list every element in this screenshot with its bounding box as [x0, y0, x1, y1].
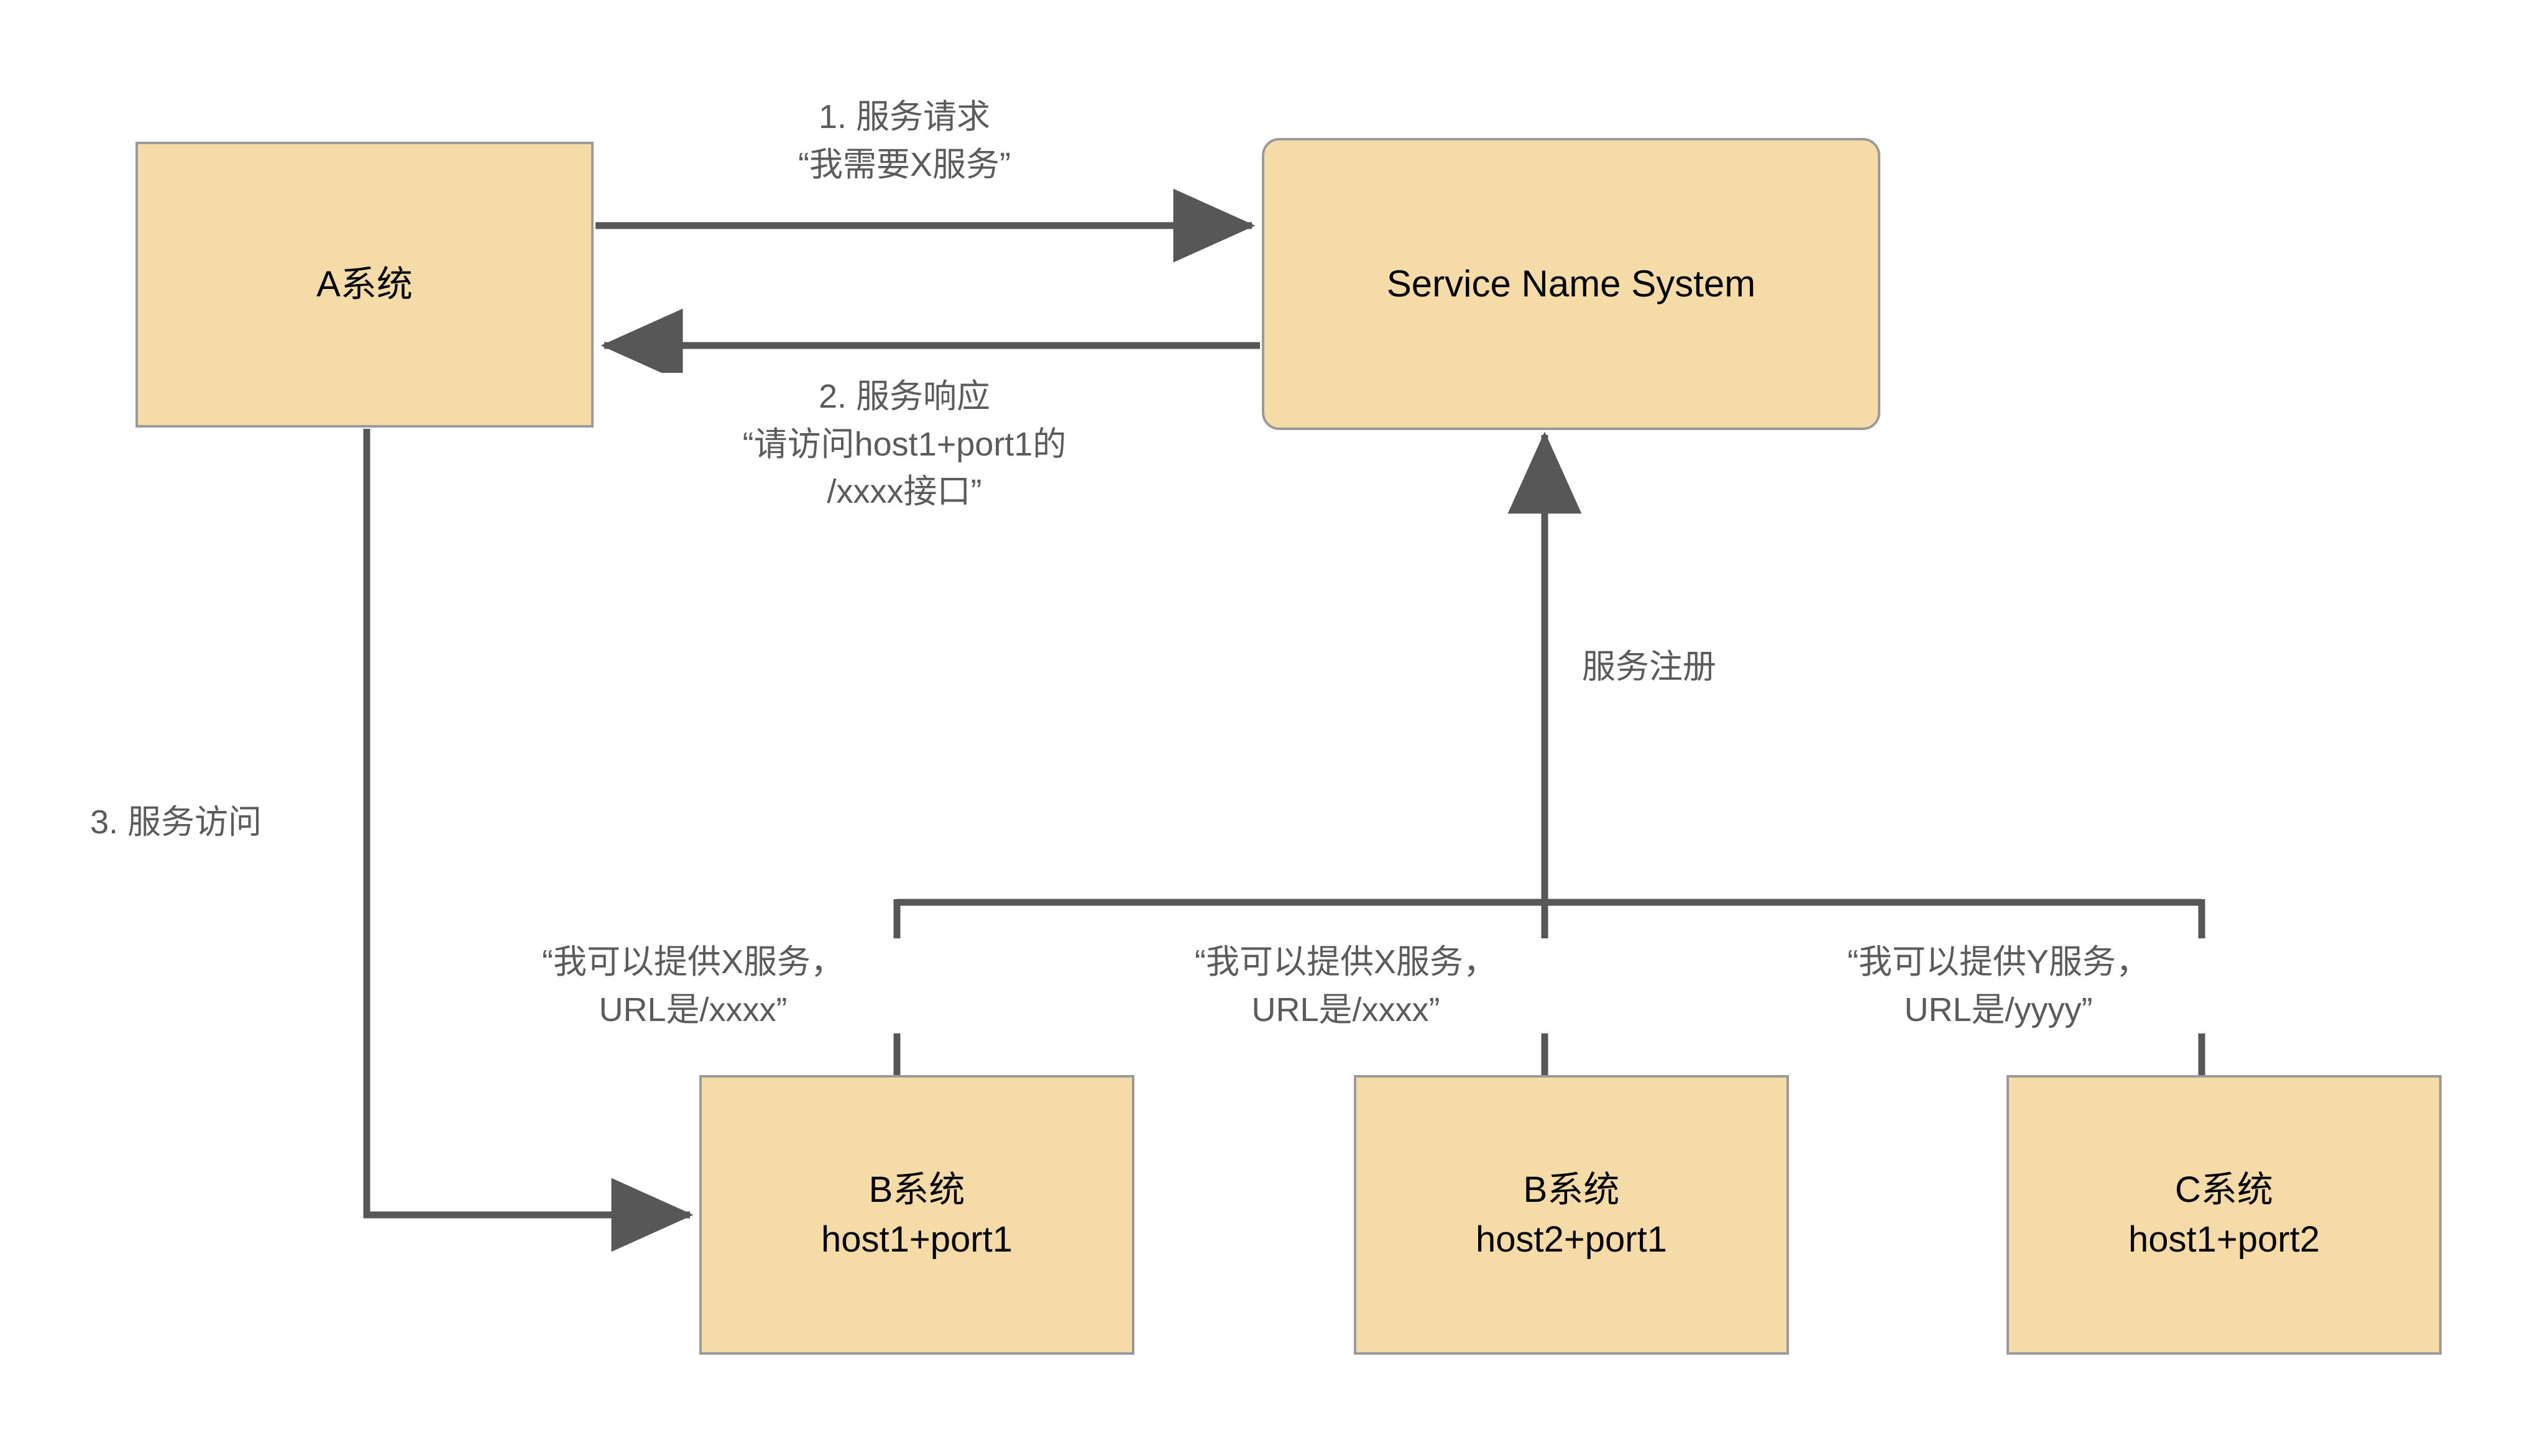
- edge-label-service-register: 服务注册: [1582, 643, 1787, 691]
- connector-service-register: [893, 431, 2205, 1076]
- node-service-name-system-label: Service Name System: [1386, 262, 1756, 304]
- edge-label-provider-b2: “我可以提供X服务， URL是/xxxx”: [1131, 938, 1560, 1034]
- node-a-system-label: A系统: [316, 263, 413, 304]
- node-service-name-system[interactable]: Service Name System: [1262, 138, 1880, 430]
- node-b-system-host2-port1[interactable]: B系统 host2+port1: [1354, 1075, 1789, 1355]
- node-c-system-host1-port2[interactable]: C系统 host1+port2: [2007, 1075, 2442, 1355]
- connector-service-access: [363, 429, 694, 1252]
- edge-label-service-access: 3. 服务访问: [90, 799, 357, 846]
- node-c-system-host1-port2-address: host1+port2: [2128, 1219, 2320, 1260]
- node-b-system-host1-port1-title: B系统: [868, 1169, 965, 1210]
- edge-label-provider-c1: “我可以提供Y服务， URL是/yyyy”: [1784, 938, 2213, 1034]
- node-a-system[interactable]: A系统: [136, 142, 594, 428]
- node-b-system-host2-port1-title: B系统: [1523, 1169, 1620, 1210]
- edge-label-provider-b1: “我可以提供X服务， URL是/xxxx”: [479, 938, 908, 1034]
- node-b-system-host2-port1-address: host2+port1: [1476, 1219, 1667, 1260]
- node-b-system-host1-port1[interactable]: B系统 host1+port1: [699, 1075, 1134, 1355]
- node-b-system-host1-port1-address: host1+port1: [821, 1219, 1013, 1260]
- node-c-system-host1-port2-title: C系统: [2175, 1169, 2273, 1210]
- edge-label-service-request: 1. 服务请求 “我需要X服务”: [693, 93, 1116, 189]
- edge-label-service-response: 2. 服务响应 “请访问host1+port1的 /xxxx接口”: [659, 373, 1150, 516]
